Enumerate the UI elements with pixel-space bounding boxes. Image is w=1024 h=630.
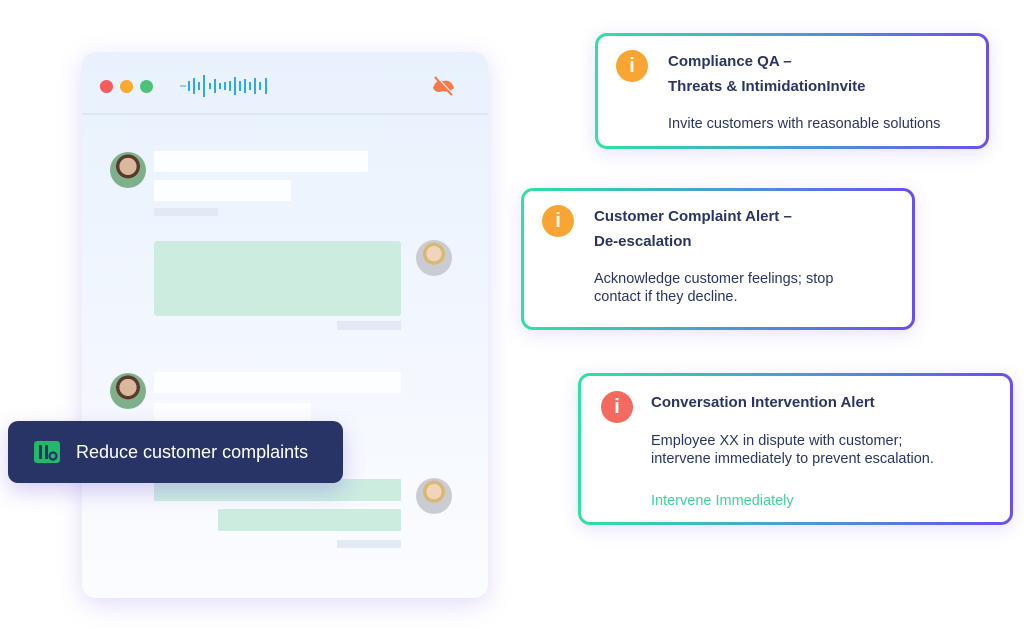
message-placeholder: [154, 372, 401, 393]
agent-message-placeholder: [218, 509, 401, 531]
agent-avatar: [416, 478, 452, 514]
message-placeholder: [154, 403, 311, 423]
alert-description-line: contact if they decline.: [594, 289, 738, 305]
alert-description: Acknowledge customer feelings; stop cont…: [594, 270, 833, 306]
alert-description: Employee XX in dispute with customer; in…: [651, 432, 934, 468]
alert-description: Invite customers with reasonable solutio…: [668, 116, 941, 132]
info-icon: i: [616, 50, 648, 82]
timestamp-placeholder: [337, 540, 401, 548]
window-titlebar: [82, 52, 488, 115]
minimize-dot[interactable]: [120, 80, 133, 93]
alert-title: Conversation Intervention Alert: [651, 394, 875, 411]
alert-title: Compliance QA – Threats & IntimidationIn…: [668, 49, 866, 99]
chat-window: [82, 52, 488, 598]
alert-card-complaint[interactable]: i Customer Complaint Alert – De-escalati…: [521, 188, 915, 330]
goal-badge: Reduce customer complaints: [8, 421, 343, 483]
timestamp-placeholder: [337, 321, 401, 330]
alert-title: Customer Complaint Alert – De-escalation: [594, 204, 792, 254]
badge-label: Reduce customer complaints: [76, 441, 309, 462]
agent-avatar: [416, 240, 452, 276]
alert-title-line: Threats & IntimidationInvite: [668, 78, 866, 95]
message-placeholder: [154, 180, 291, 201]
intervene-link[interactable]: Intervene Immediately: [651, 493, 794, 509]
info-icon: i: [542, 205, 574, 237]
alert-title-line: De-escalation: [594, 233, 692, 250]
close-dot[interactable]: [100, 80, 113, 93]
alert-description-line: Acknowledge customer feelings; stop: [594, 271, 834, 287]
info-icon: i: [601, 391, 633, 423]
alert-title-line: Compliance QA –: [668, 53, 792, 70]
alert-card-compliance-qa[interactable]: i Compliance QA – Threats & Intimidation…: [595, 33, 989, 149]
audio-waveform-icon: [180, 75, 267, 97]
alert-description-line: Employee XX in dispute with customer;: [651, 433, 903, 449]
maximize-dot[interactable]: [140, 80, 153, 93]
timestamp-placeholder: [154, 208, 218, 216]
agent-message-placeholder: [154, 479, 401, 501]
alert-title-line: Customer Complaint Alert –: [594, 208, 792, 225]
kanban-logo-icon: [34, 441, 60, 463]
hide-icon[interactable]: [430, 76, 456, 96]
customer-avatar: [110, 373, 146, 409]
alert-card-intervention[interactable]: i Conversation Intervention Alert Employ…: [578, 373, 1013, 525]
customer-avatar: [110, 152, 146, 188]
alert-description-line: intervene immediately to prevent escalat…: [651, 451, 934, 467]
message-placeholder: [154, 151, 368, 172]
agent-message-placeholder: [154, 241, 401, 316]
